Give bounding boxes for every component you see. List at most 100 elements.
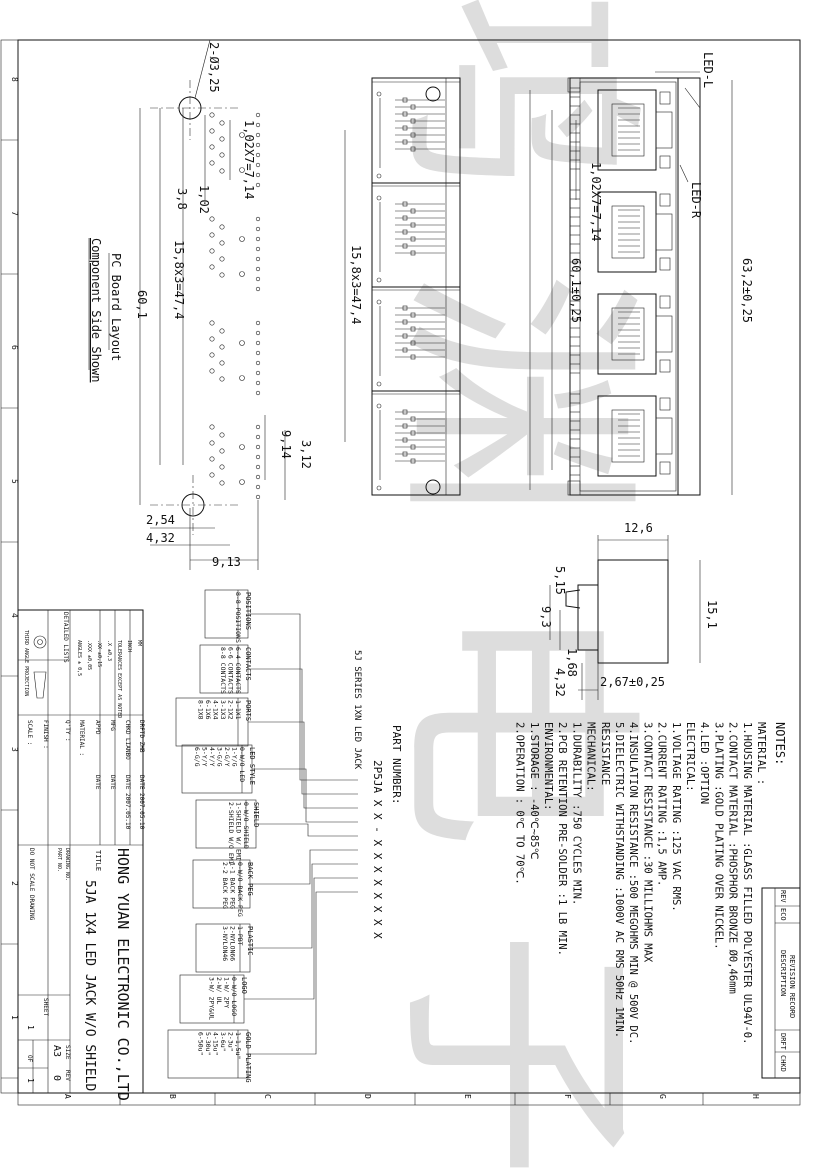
pcb-led-hole bbox=[255, 350, 261, 356]
option-box-title: LED STYLE bbox=[248, 747, 256, 785]
pcb-led-hole bbox=[255, 246, 261, 252]
option-item: 5-Y/Y bbox=[201, 747, 209, 767]
pcb-dim-254: 2,54 bbox=[146, 513, 175, 527]
pcb-led-hole bbox=[255, 266, 261, 272]
checked-by: CHKD LIANBO bbox=[124, 720, 131, 760]
option-item: 8-8 CONTACTS bbox=[219, 647, 227, 694]
pcb-contact-hole bbox=[219, 272, 225, 278]
column-mark: F bbox=[563, 1094, 572, 1099]
option-item: 8-8 POSITIONS bbox=[234, 592, 242, 643]
of-label: OF bbox=[26, 1055, 33, 1063]
led-window bbox=[659, 155, 671, 169]
tolerance-line: ANGLES ± 0,5 bbox=[76, 640, 82, 676]
finish-label: FINISH : bbox=[42, 720, 49, 749]
option-item: 6-G/G bbox=[193, 747, 201, 767]
column-mark: H bbox=[751, 1094, 760, 1099]
do-not-scale-note: DO NOT SCALE DRAWING bbox=[28, 848, 35, 921]
size-value: A3 bbox=[51, 1045, 62, 1057]
pcb-led-hole bbox=[255, 424, 261, 430]
revision-col-chkd: CHKD bbox=[779, 1055, 787, 1072]
pcb-contact-hole bbox=[219, 464, 225, 470]
option-item: 3-G/G bbox=[216, 747, 224, 767]
pcb-contact-hole bbox=[209, 248, 215, 254]
note-line: 3.CONTACT RESISTANCE :30 MILLIOHMS MAX bbox=[641, 722, 653, 963]
part-number-label: PART NUMBER: bbox=[390, 725, 403, 804]
profile-dim-515: 5,15 bbox=[553, 566, 567, 595]
pcb-led-hole bbox=[255, 380, 261, 386]
pcb-led-hole bbox=[255, 276, 261, 282]
pcb-led-hole bbox=[255, 226, 261, 232]
mfg-date-label: DATE bbox=[109, 775, 116, 790]
pcb-contact-hole bbox=[209, 128, 215, 134]
row-mark: 1 bbox=[10, 1015, 19, 1020]
option-item: 6-6 CONTACTS bbox=[227, 647, 235, 694]
option-item: 2-SHIELD W/O EMI bbox=[227, 802, 235, 865]
tolerance-line: .XXX ±0,05 bbox=[86, 640, 92, 670]
option-box-title: POSITIONS bbox=[244, 592, 252, 630]
option-item: 0-W/O SHIELD bbox=[242, 802, 250, 849]
side-peg-top bbox=[425, 86, 441, 102]
pcb-led-hole bbox=[255, 484, 261, 490]
note-line: 1.HOUSING MATERIAL :GLASS FILLED POLYEST… bbox=[741, 722, 753, 1044]
pcb-led-hole bbox=[255, 444, 261, 450]
note-line: 1.STORAGE : -40℃~85℃ bbox=[528, 722, 540, 860]
drawing-no-label: DRAWING NO. bbox=[64, 848, 70, 881]
pcb-contact-hole bbox=[219, 360, 225, 366]
pcb-led-hole bbox=[255, 132, 261, 138]
note-line: MATERIAL : bbox=[755, 722, 767, 785]
option-item: 4-Y/Y bbox=[208, 747, 216, 767]
pcb-dim-102: 1,02 bbox=[197, 185, 211, 214]
option-item: 3-1X3 bbox=[219, 700, 227, 720]
part-number-code: 2P5JA X X - X X X X X X X X bbox=[371, 760, 384, 939]
pcb-contact-hole bbox=[219, 120, 225, 126]
pcb-led-hole bbox=[255, 256, 261, 262]
option-item: 2-G/Y bbox=[223, 747, 231, 767]
pcb-contact-hole bbox=[209, 352, 215, 358]
row-mark: 5 bbox=[10, 479, 19, 484]
option-item: 3-NYLON46 bbox=[221, 926, 229, 961]
appd-label: APPD bbox=[94, 720, 101, 735]
option-item: 1-Y/G bbox=[231, 747, 239, 767]
pcb-contact-hole bbox=[209, 160, 215, 166]
pcb-led-hole bbox=[255, 370, 261, 376]
tolerance-line: .X ±0,3 bbox=[106, 640, 112, 661]
column-mark: C bbox=[263, 1094, 272, 1099]
pcb-contact-hole bbox=[219, 152, 225, 158]
pcb-contact-hole bbox=[219, 256, 225, 262]
pcb-dim-312: 3,12 bbox=[299, 440, 313, 469]
note-line: 3.PLATING :GOLD PLATING OVER NICKEL. bbox=[712, 722, 724, 950]
notes-heading: NOTES: bbox=[773, 722, 787, 765]
front-dim-632: 63,2±0,25 bbox=[740, 258, 754, 323]
option-box-title: PORTS bbox=[244, 700, 252, 721]
note-line: 5.DIELECTRIC WITHSTANDING :1000V AC RMS … bbox=[613, 722, 625, 1038]
part-no-label: PART NO. bbox=[56, 848, 62, 872]
option-box-title: CONTACTS bbox=[244, 647, 252, 681]
note-line: 2.OPERATION : 0℃ TO 70℃. bbox=[514, 722, 526, 885]
pcb-dim-432: 4,32 bbox=[146, 531, 175, 545]
option-item: 0-W/O BACK PEG bbox=[236, 862, 244, 917]
pcb-led-hole bbox=[255, 172, 261, 178]
note-line: 4.INSULATION RESISTANCE :500 MEGOHMS MIN… bbox=[627, 722, 639, 1044]
column-mark: A bbox=[63, 1094, 72, 1099]
side-view: 15,8x3=47,4 bbox=[344, 77, 461, 496]
note-line: MECHANICAL: bbox=[585, 722, 597, 792]
company-name: HONG YUAN ELECTRONIC CO.,LTD bbox=[114, 848, 132, 1101]
pcb-dim-pitch: 1,02X7=7,14 bbox=[242, 120, 256, 199]
pcb-contact-hole bbox=[219, 328, 225, 334]
column-mark: D bbox=[363, 1094, 372, 1099]
option-item: 2-2 BACK PEG bbox=[221, 862, 229, 909]
scale-label: SCALE : bbox=[26, 720, 33, 745]
profile-dim-267: 2,67±0,25 bbox=[600, 675, 665, 689]
pcb-led-hole bbox=[255, 216, 261, 222]
pcb-contact-hole bbox=[209, 144, 215, 150]
tolerance-line: MM bbox=[136, 640, 142, 646]
front-view-ports bbox=[567, 77, 673, 496]
revision-record: REVISION RECORD REV ECO DESCRIPTION DRFT… bbox=[761, 887, 801, 1079]
projection-symbol bbox=[33, 635, 47, 699]
option-item: 1-SHIELD W/ EMI bbox=[235, 802, 243, 861]
column-mark: B bbox=[168, 1094, 177, 1099]
side-view-pins bbox=[372, 81, 460, 491]
option-item: 0-W/O LOGO bbox=[230, 977, 238, 1016]
pcb-led-hole bbox=[255, 494, 261, 500]
